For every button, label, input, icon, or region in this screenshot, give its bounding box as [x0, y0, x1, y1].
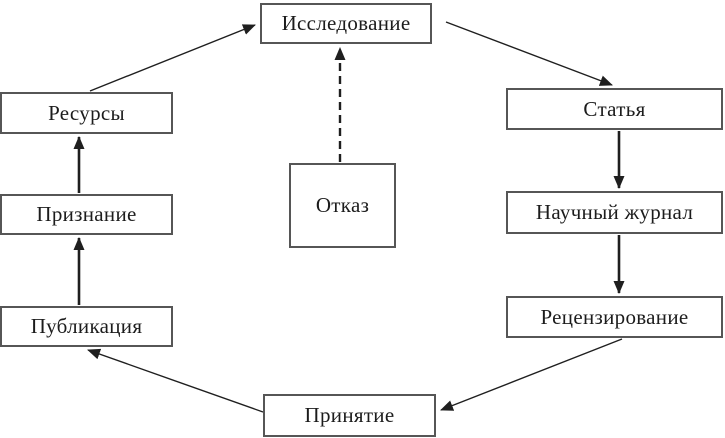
node-research: Исследование: [260, 3, 432, 44]
node-acceptance: Принятие: [263, 394, 436, 437]
node-journal: Научный журнал: [506, 191, 723, 234]
arrow-acceptance-to-publication: [87, 348, 264, 413]
arrow-resources-to-research: [89, 24, 256, 92]
node-recognition: Признание: [0, 194, 173, 235]
node-review: Рецензирование: [506, 296, 723, 338]
node-rejection: Отказ: [289, 163, 396, 248]
node-article: Статья: [506, 88, 723, 130]
node-publication: Публикация: [0, 306, 173, 347]
arrow-review-to-acceptance: [440, 338, 623, 411]
node-resources: Ресурсы: [0, 92, 173, 134]
arrow-research-to-article: [445, 21, 613, 86]
